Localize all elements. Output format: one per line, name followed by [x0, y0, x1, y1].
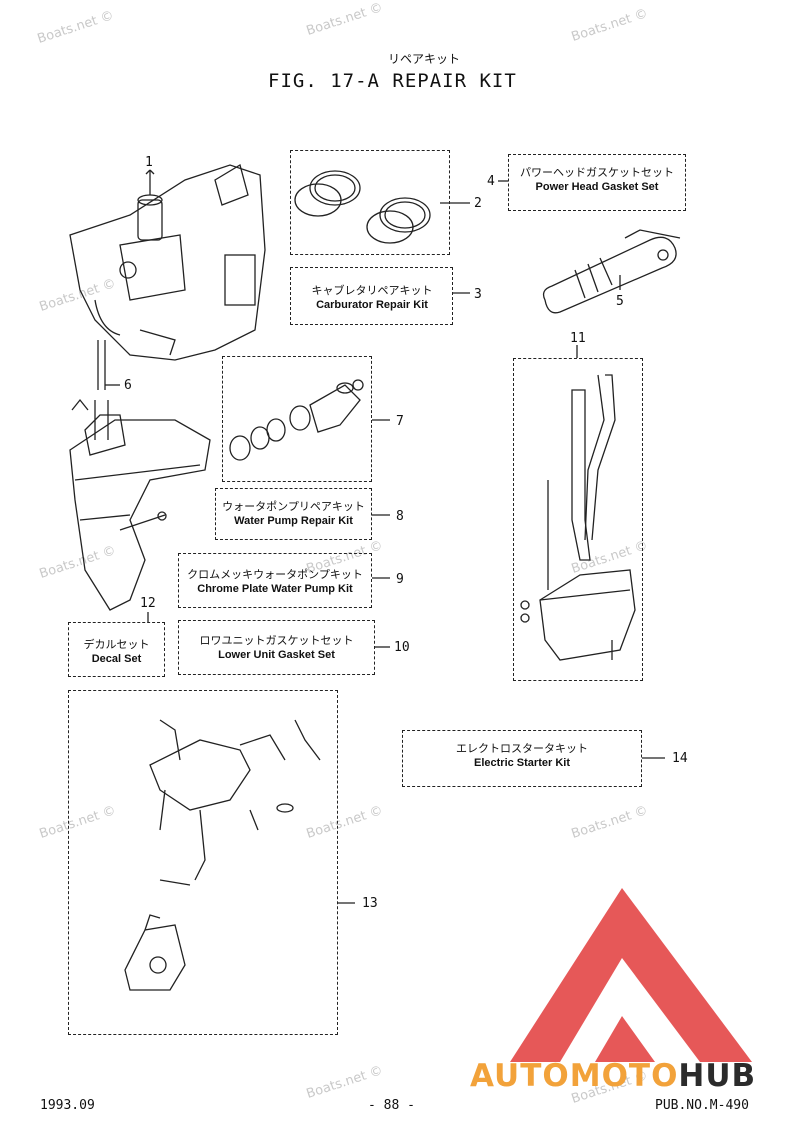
carburetor-kit-box [290, 267, 453, 325]
electric-starter-kit-box [402, 730, 642, 787]
remote-control-box [68, 690, 338, 1035]
water-pump-parts-box [222, 356, 372, 482]
footer-date: 1993.09 [40, 1098, 95, 1113]
part-number-9: 9 [396, 572, 404, 587]
page-title: FIG. 17-A REPAIR KIT [268, 70, 517, 92]
shift-linkage-box [513, 358, 643, 681]
footer-page-number: - 88 - [368, 1098, 415, 1113]
chrome-pump-kit-box [178, 553, 372, 608]
page-title-jp: リペアキット [388, 52, 461, 66]
part-number-4: 4 [487, 174, 495, 189]
water-pump-kit-box [215, 488, 372, 540]
part-number-11: 11 [570, 331, 586, 346]
automotohub-logo-mark [510, 888, 752, 1062]
part-number-6: 6 [124, 378, 132, 393]
part-number-3: 3 [474, 287, 482, 302]
part-number-7: 7 [396, 414, 404, 429]
part-number-12: 12 [140, 596, 156, 611]
automotohub-logo: AUTOMOTOHUB [470, 1058, 757, 1094]
part-number-2: 2 [474, 196, 482, 211]
part-number-1: 1 [145, 155, 153, 170]
piston-ring-kit-box [290, 150, 450, 255]
part-number-14: 14 [672, 751, 688, 766]
water-pump-drawing [229, 379, 364, 461]
part-number-10: 10 [394, 640, 410, 655]
part-number-13: 13 [362, 896, 378, 911]
lower-unit-gasket-box [178, 620, 375, 675]
decal-set-box [68, 622, 165, 677]
power-head-gasket-box [508, 154, 686, 211]
part-number-5: 5 [616, 294, 624, 309]
footer-publication-number: PUB.NO.M-490 [655, 1098, 749, 1113]
power-head-drawing [69, 163, 266, 361]
part-number-8: 8 [396, 509, 404, 524]
remote-control-drawing [124, 719, 321, 991]
